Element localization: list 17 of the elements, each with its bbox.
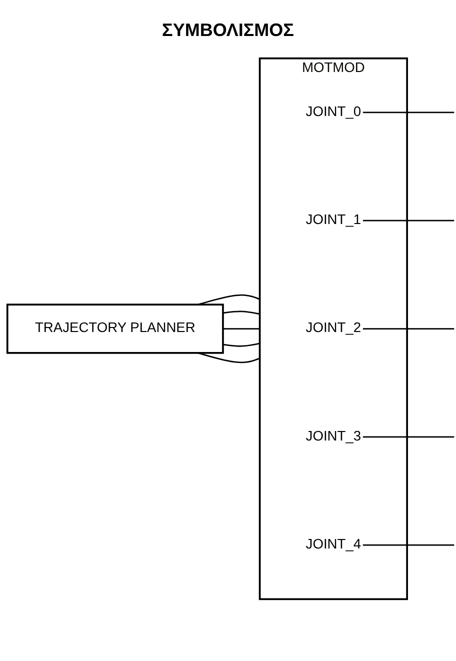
connector-line [362, 112, 454, 114]
connector-line [222, 342, 260, 347]
port-label: JOINT_2 [306, 320, 362, 336]
connector-line [362, 436, 454, 438]
diagram-title: ΣΥΜΒΟΛΙΣΜΟΣ [161, 20, 295, 41]
connector-line [222, 328, 260, 330]
port-label: JOINT_0 [306, 104, 362, 120]
connector-line [362, 220, 454, 222]
connector-line [222, 310, 260, 315]
port-label: JOINT_3 [306, 428, 362, 444]
connector-line [362, 328, 454, 330]
connector-line [362, 544, 454, 546]
port-label: JOINT_4 [306, 536, 362, 552]
connector-line [198, 352, 260, 364]
connector-line [198, 294, 260, 306]
process-box: TRAJECTORY PLANNER [6, 304, 224, 354]
port-label: JOINT_1 [306, 212, 362, 228]
